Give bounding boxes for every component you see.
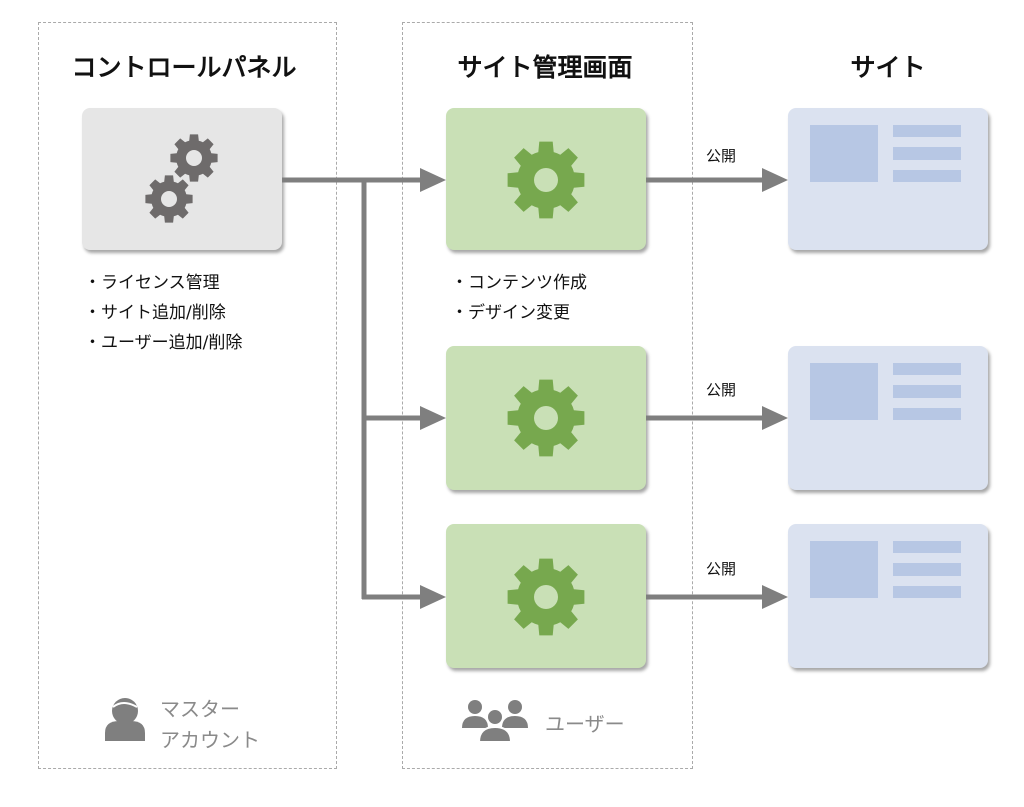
site-admin-box-1 — [446, 108, 646, 250]
control-panel-bullet: ・サイト追加/削除 — [84, 303, 226, 323]
control-panel-column — [38, 22, 337, 769]
arrow-head — [762, 406, 788, 430]
publish-label: 公開 — [706, 381, 737, 399]
site-card-3 — [788, 524, 988, 668]
arrow-head — [420, 168, 446, 192]
arrow-head — [420, 406, 446, 430]
master-account-label: マスター — [160, 697, 240, 721]
gear-icon — [170, 134, 218, 182]
master-account-label: アカウント — [160, 728, 260, 752]
site-image-block — [810, 125, 878, 182]
users-icon — [462, 700, 528, 743]
site-text-line — [893, 385, 961, 398]
publish-label: 公開 — [706, 147, 737, 165]
site-title: サイト — [850, 53, 926, 82]
site-text-line — [893, 363, 961, 375]
site-text-line — [893, 408, 961, 420]
gear-icon — [507, 379, 585, 457]
control-panel-bullet: ・ライセンス管理 — [84, 273, 220, 293]
site-admin-title: サイト管理画面 — [457, 53, 633, 82]
publish-label: 公開 — [706, 560, 737, 578]
site-text-line — [893, 541, 961, 553]
site-text-line — [893, 125, 961, 137]
control-panel-title: コントロールパネル — [71, 53, 297, 82]
control-panel-bullet: ・ユーザー追加/削除 — [84, 333, 243, 353]
users-label: ユーザー — [545, 712, 625, 736]
site-text-line — [893, 563, 961, 576]
site-card-1 — [788, 108, 988, 250]
site-admin-box-2 — [446, 346, 646, 490]
gear-icon — [145, 175, 193, 223]
site-text-line — [893, 170, 961, 182]
gear-icon — [507, 558, 585, 636]
gear-icon — [507, 141, 585, 219]
connector-arrows — [282, 177, 766, 600]
site-image-block — [810, 541, 878, 598]
arrow-head — [420, 585, 446, 609]
site-admin-bullet: ・デザイン変更 — [451, 303, 570, 323]
site-admin-column — [402, 22, 693, 769]
arrow-head — [762, 585, 788, 609]
master-account-icon — [105, 698, 145, 741]
site-admin-box-3 — [446, 524, 646, 668]
control-panel-box — [82, 108, 282, 250]
site-image-block — [810, 363, 878, 420]
site-card-2 — [788, 346, 988, 490]
site-text-line — [893, 586, 961, 598]
arrow-head — [762, 168, 788, 192]
site-admin-bullet: ・コンテンツ作成 — [451, 273, 587, 293]
site-text-line — [893, 147, 961, 160]
